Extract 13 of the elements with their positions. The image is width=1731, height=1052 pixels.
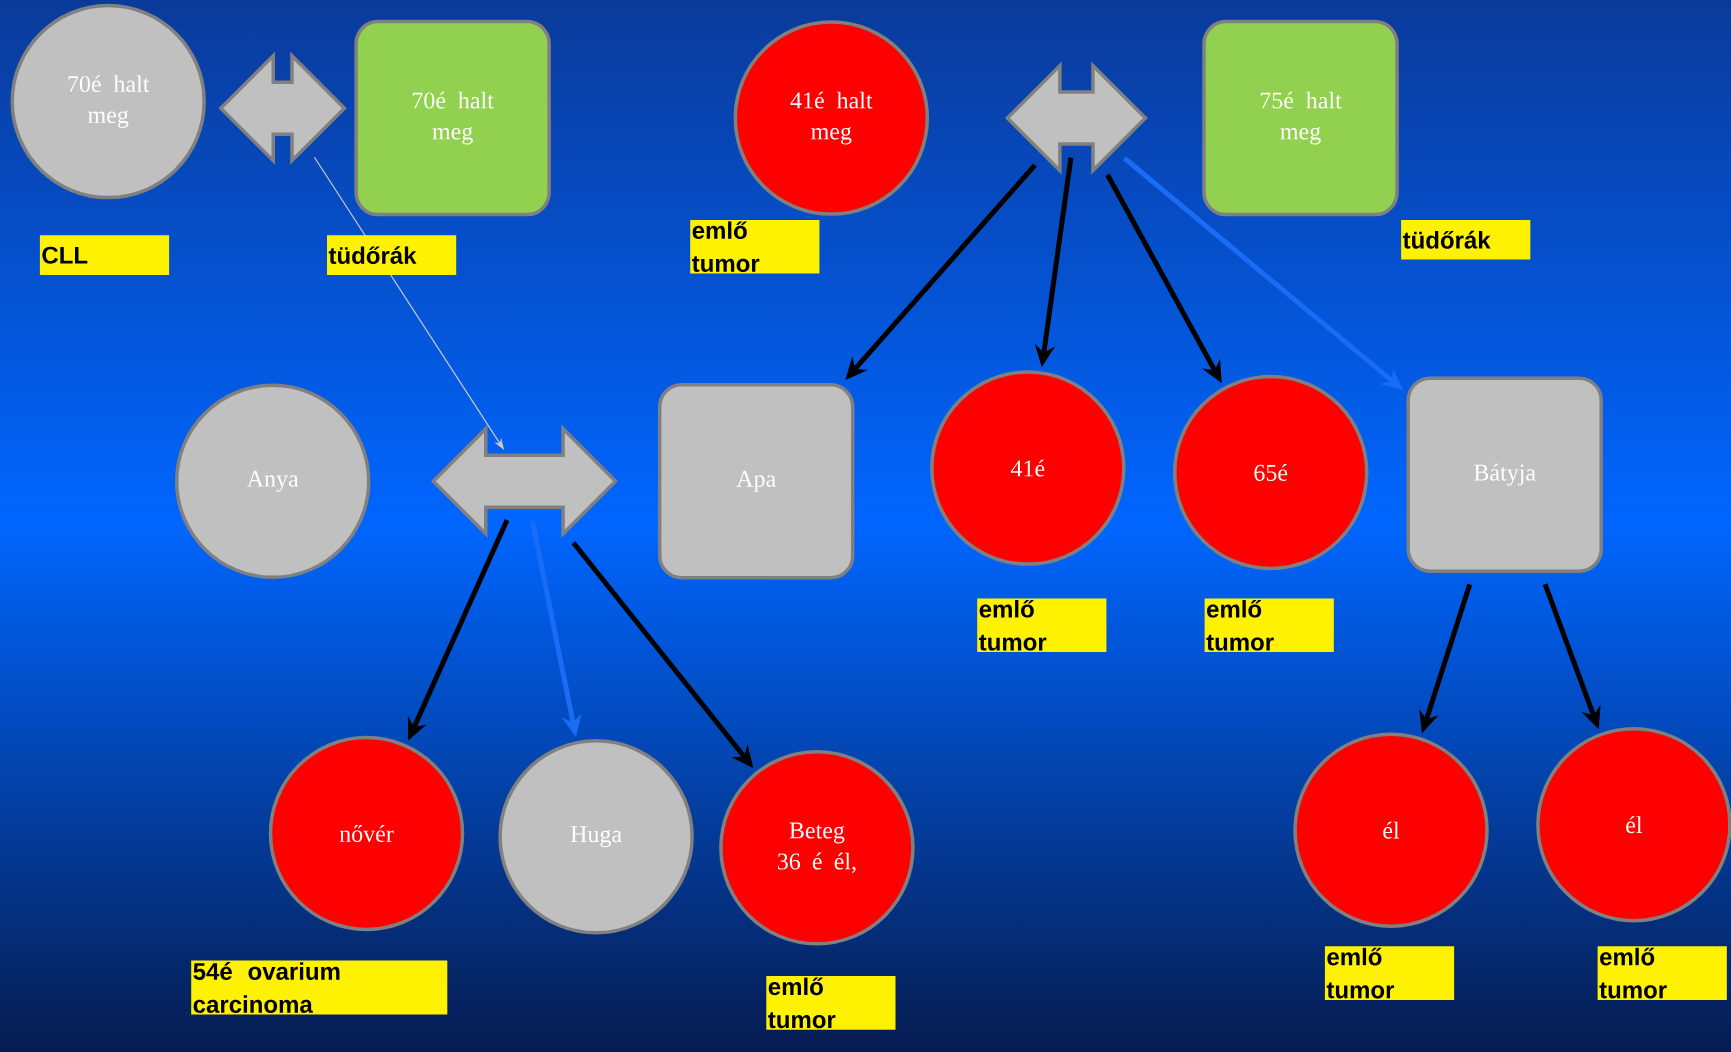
note-label: emlő tumor xyxy=(1204,598,1334,653)
note-label: emlő tumor xyxy=(766,976,896,1030)
double-arrow-symbol xyxy=(1004,61,1148,175)
note-label: tüdőrák xyxy=(1401,219,1531,260)
note-label: 54é ovarium carcinoma xyxy=(191,960,448,1015)
note-label: emlő tumor xyxy=(1324,946,1455,1000)
note-label: emlő tumor xyxy=(977,598,1107,653)
note-label: tüdőrák xyxy=(327,235,457,275)
double-arrow-symbol xyxy=(218,51,347,165)
note-label: CLL xyxy=(39,235,170,275)
double-arrow-symbol xyxy=(430,424,618,538)
note-label: emlő tumor xyxy=(690,219,820,274)
note-label: emlő tumor xyxy=(1597,946,1727,1000)
